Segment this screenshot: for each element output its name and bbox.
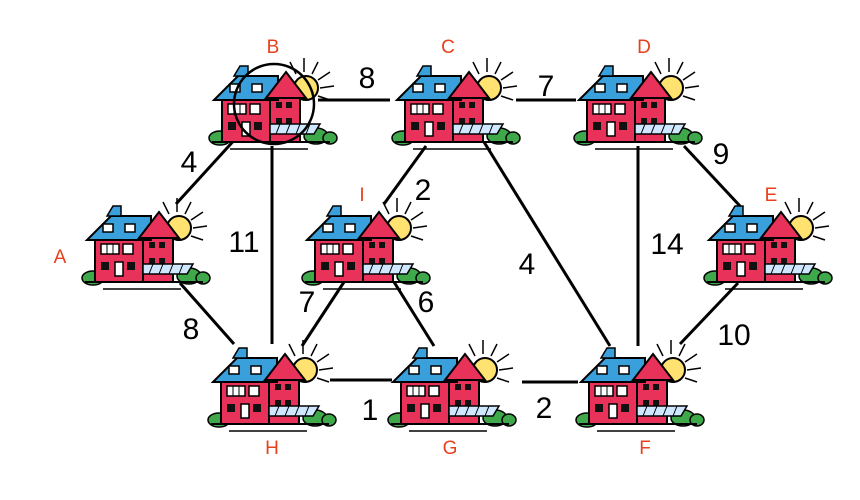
node-b-house-icon	[208, 57, 338, 150]
edge-weight-g-h: 1	[362, 394, 379, 427]
node-i-house-icon	[301, 197, 431, 290]
edge-weight-i-g: 6	[418, 286, 435, 319]
edge-a-h	[178, 282, 236, 345]
node-label-g: G	[443, 438, 458, 459]
edge-weight-h-i: 7	[299, 286, 316, 319]
edge-weight-b-h: 11	[228, 226, 259, 259]
node-label-d: D	[637, 37, 651, 58]
node-h-house-icon	[207, 339, 337, 432]
node-g-house-icon	[387, 339, 517, 432]
node-e-house-icon	[703, 197, 833, 290]
node-label-h: H	[265, 438, 279, 459]
edge-weight-b-c: 8	[359, 62, 376, 95]
edge-d-e	[682, 144, 742, 208]
edge-weight-a-b: 4	[181, 146, 198, 179]
edge-weight-d-f: 14	[650, 228, 683, 261]
edge-weight-c-i: 2	[415, 174, 432, 207]
edge-i-g	[392, 281, 436, 347]
edge-weight-c-f: 4	[519, 248, 536, 281]
labels-layer: 4 8 8 11 7 2 4 9 14 10 2 1 7 6 A B C D E F G H I	[54, 37, 778, 459]
edge-e-f	[678, 281, 740, 346]
edge-a-b	[174, 134, 240, 206]
highlight-circle	[232, 62, 316, 146]
node-a-house-icon	[81, 197, 211, 290]
node-f-house-icon	[575, 339, 705, 432]
edge-weight-e-f: 10	[717, 319, 750, 352]
node-d-house-icon	[573, 57, 703, 150]
nodes-layer	[81, 57, 833, 432]
node-label-a: A	[54, 247, 67, 268]
edges-layer	[174, 98, 742, 384]
node-label-b: B	[267, 37, 280, 58]
node-label-e: E	[765, 185, 778, 206]
node-c-house-icon	[391, 57, 521, 150]
edge-weight-c-d: 7	[538, 70, 555, 103]
node-label-f: F	[639, 438, 651, 459]
edge-c-f	[482, 141, 612, 347]
edge-h-i	[300, 281, 346, 347]
node-label-i: I	[359, 185, 364, 206]
edge-weight-f-g: 2	[536, 392, 553, 425]
edge-c-i	[382, 145, 428, 205]
node-label-c: C	[441, 37, 455, 58]
edge-weight-d-e: 9	[713, 138, 730, 171]
edge-weight-a-h: 8	[183, 313, 200, 346]
